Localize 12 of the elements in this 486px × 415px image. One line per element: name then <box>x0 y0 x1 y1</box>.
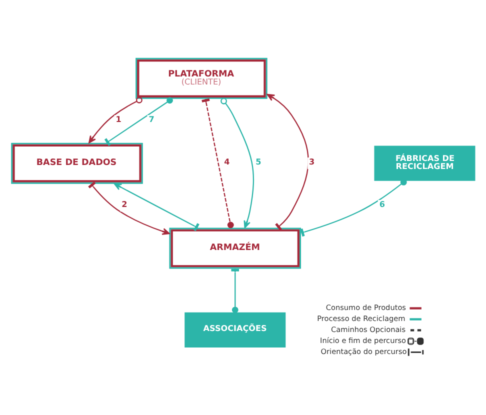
arrow <box>114 182 200 231</box>
arrow <box>266 93 309 230</box>
legend-label: Consumo de Produtos <box>326 302 406 312</box>
arrow <box>88 181 170 234</box>
arrow <box>88 96 142 143</box>
connector <box>202 98 234 228</box>
legend-label: Início e fim de percurso <box>320 336 406 345</box>
legend-label: Caminhos Opcionais <box>331 324 406 334</box>
connector <box>104 96 173 146</box>
connector <box>300 178 407 236</box>
legend-label: Orientação do percurso <box>320 346 407 356</box>
legend-label: Processo de Reciclagem <box>317 314 406 323</box>
